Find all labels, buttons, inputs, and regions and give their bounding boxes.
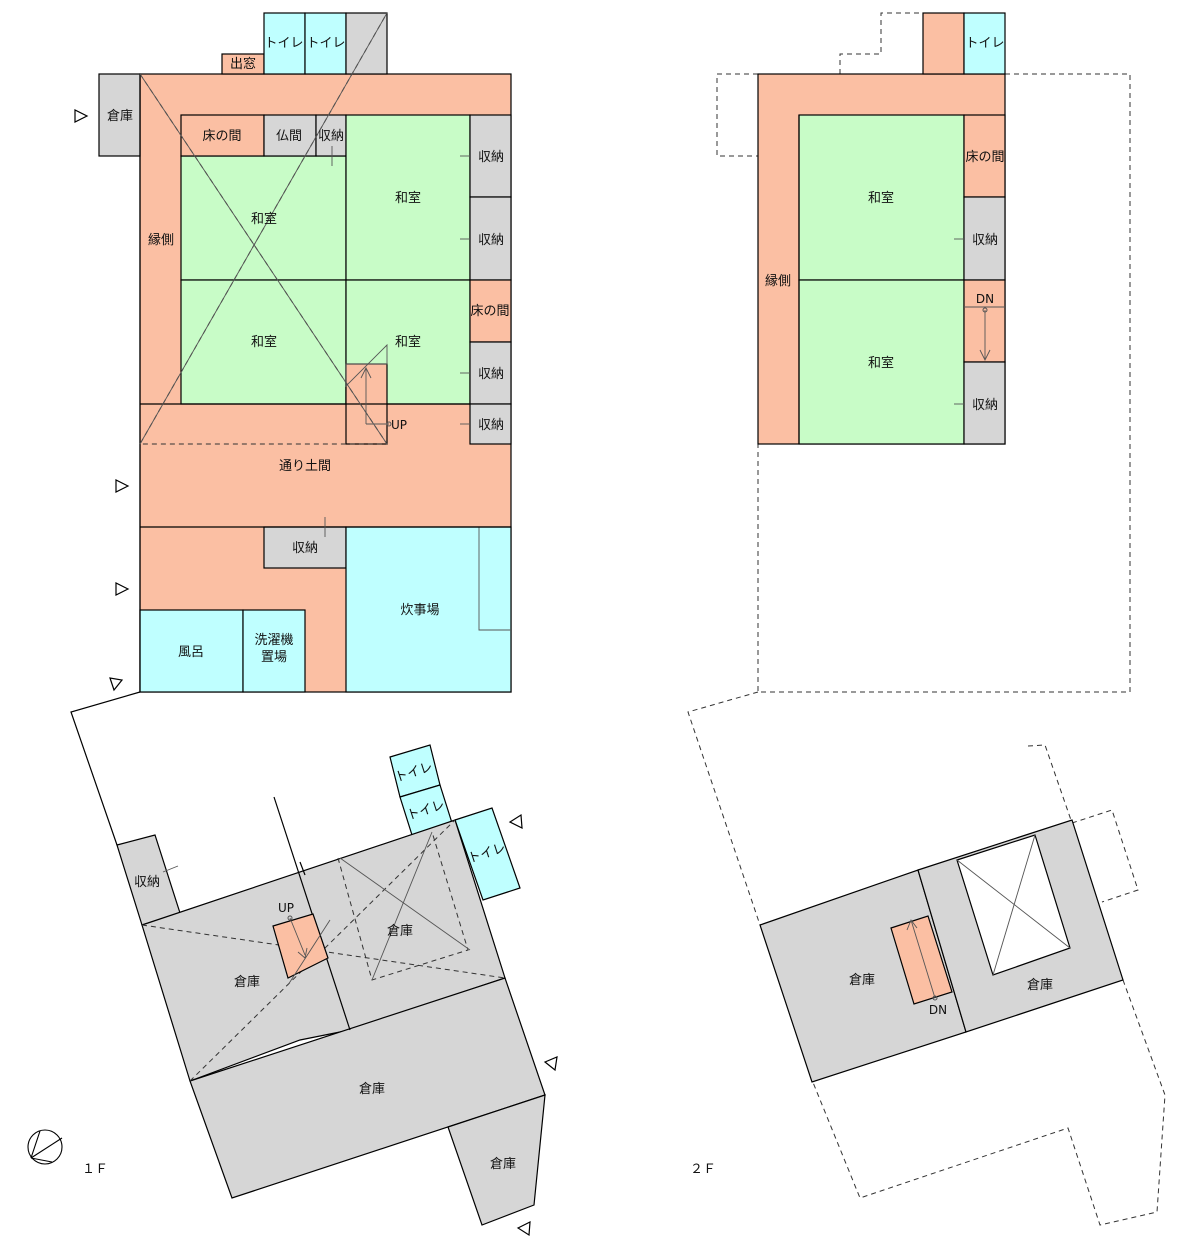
sentakuki-label-2: 置場: [261, 650, 287, 665]
butsuma-label: 仏間: [276, 129, 302, 144]
tori-doma-label: 通り土間: [279, 459, 331, 474]
toilet-room-2: [304, 12, 347, 75]
stair-area-outbuilding: [272, 913, 329, 979]
tokonoma-right: [469, 279, 512, 343]
souko-label-2f-2: 倉庫: [1027, 978, 1053, 993]
entrance-triangle-icon: [74, 109, 130, 692]
laundry-area: [242, 609, 306, 693]
tokonoma-label-2: 床の間: [470, 304, 509, 319]
tokonoma-room: [180, 114, 265, 157]
washitsu-label-2: 和室: [395, 190, 421, 206]
toilet-label-1: トイレ: [264, 36, 303, 51]
shuno-2f-a: [963, 196, 1006, 281]
demado-label: 出窓: [230, 56, 256, 72]
shuno-label-2f-a: 収納: [972, 233, 998, 248]
souko-label-out-3: 倉庫: [359, 1082, 385, 1097]
shuno-2f-b: [963, 361, 1006, 445]
kitchen-counter: [478, 527, 511, 631]
sentakuki-label-1: 洗濯機: [254, 633, 293, 648]
washitsu-label-1: 和室: [251, 211, 277, 227]
tokonoma-label-2f: 床の間: [965, 150, 1004, 165]
washitsu-2f-lower: [798, 279, 965, 445]
kitchen-room: [345, 526, 512, 693]
washitsu-label-4: 和室: [395, 334, 421, 350]
shuno-label-d: 収納: [478, 367, 504, 382]
stair-2f-outbuilding: [890, 915, 953, 1005]
tokonoma-label-1: 床の間: [202, 129, 241, 144]
shuno-label-c: 収納: [478, 233, 504, 248]
floor2-label: ２Ｆ: [690, 1162, 716, 1177]
souko-room-corner: [447, 1094, 546, 1226]
entrance-triangle-icon: [508, 813, 558, 1237]
shuno-label-f: 収納: [292, 541, 318, 556]
shuno-label-b: 収納: [478, 150, 504, 165]
stair-2f: [963, 279, 1006, 363]
shuno-closet-f: [263, 526, 347, 569]
souko-label-out-1: 倉庫: [387, 924, 413, 939]
tokonoma-2f: [963, 114, 1006, 198]
washitsu-2f-upper: [798, 114, 965, 281]
washitsu-label-2f-2: 和室: [868, 355, 894, 371]
shuno-closet-d: [469, 341, 512, 405]
suijiba-label: 炊事場: [400, 603, 439, 618]
floor1-main-house: トイレ トイレ 出窓 倉庫 床の間 仏間 収納 和室 和室 和室 和室 縁側 収…: [98, 12, 512, 693]
dn-label-2f-outbuilding: DN: [929, 1003, 947, 1017]
engawa-label-1f: 縁側: [148, 232, 174, 248]
stair-landing: [345, 343, 388, 388]
up-label-outbuilding: UP: [278, 901, 294, 915]
storage-room-top: [345, 12, 388, 75]
engawa-label-2f: 縁側: [765, 273, 791, 289]
stair-core-2f: [922, 12, 965, 75]
shuno-closet-a: [315, 114, 347, 157]
shuno-closet-c: [469, 196, 512, 281]
souko-label-out-4: 倉庫: [490, 1157, 516, 1172]
shuno-label-e: 収納: [478, 418, 504, 433]
floor2-outbuilding: 倉庫 倉庫 DN: [687, 691, 1166, 1226]
shuno-label-a: 収納: [318, 129, 344, 144]
shuno-label-outbuilding: 収納: [134, 875, 160, 890]
storage-room-top-left: [98, 73, 141, 157]
washitsu-label-3: 和室: [251, 334, 277, 350]
washitsu-upper-right: [345, 114, 471, 281]
floor2-main-house: トイレ 床の間 和室 和室 縁側 収納 DN 収納: [716, 12, 1131, 693]
souko-label-top-left: 倉庫: [107, 109, 133, 124]
floor1-label: １Ｆ: [82, 1162, 108, 1177]
souko-label-out-2: 倉庫: [234, 975, 260, 990]
souko-label-2f-1: 倉庫: [849, 973, 875, 988]
toilet-label-2: トイレ: [306, 36, 345, 51]
north-arrow-icon: [27, 1129, 63, 1165]
bath-room: [139, 609, 244, 693]
floor1-outbuilding: トイレ トイレ トイレ 収納 UP 倉庫 倉庫 倉庫 倉庫: [70, 691, 546, 1226]
toilet-room-2f: [963, 12, 1006, 75]
shuno-closet-e: [469, 403, 512, 445]
dn-label-2f: DN: [976, 292, 994, 306]
furo-label: 風呂: [178, 645, 204, 660]
toilet-room-out-3: [454, 807, 521, 901]
washitsu-label-2f-1: 和室: [868, 190, 894, 206]
toilet-room-1: [263, 12, 306, 75]
shuno-label-2f-b: 収納: [972, 398, 998, 413]
up-label-1f: UP: [391, 418, 407, 432]
toilet-label-2f: トイレ: [965, 36, 1004, 51]
